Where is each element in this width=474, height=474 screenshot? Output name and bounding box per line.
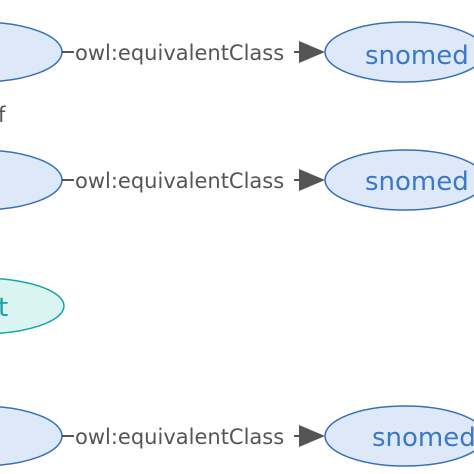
snomed-node-1[interactable] xyxy=(324,21,474,83)
edge-label-bg-1 xyxy=(74,38,294,66)
class-node-left-2[interactable] xyxy=(0,150,63,210)
arrowhead-1 xyxy=(299,41,325,63)
partial-edge-label: f xyxy=(0,103,6,127)
class-node-left-1[interactable] xyxy=(0,22,63,82)
edge-label-2: owl:equivalentClass xyxy=(75,169,284,193)
edge-label-bg-3 xyxy=(74,422,294,450)
snomed-node-2-label: snomed xyxy=(365,167,469,197)
individual-node-left-3-label: t xyxy=(0,293,8,323)
snomed-node-1-label: snomed xyxy=(365,41,469,71)
edge-label-3: owl:equivalentClass xyxy=(75,425,284,449)
edge-label-1: owl:equivalentClass xyxy=(75,41,284,65)
arrowhead-3 xyxy=(299,425,325,447)
edge-label-bg-2 xyxy=(74,166,294,194)
class-node-left-4[interactable] xyxy=(0,406,63,466)
individual-node-left-3[interactable] xyxy=(0,278,65,334)
snomed-node-3-label: snomed xyxy=(372,423,474,453)
snomed-node-3[interactable] xyxy=(324,405,474,467)
snomed-node-2[interactable] xyxy=(324,149,474,211)
arrowhead-2 xyxy=(299,169,325,191)
